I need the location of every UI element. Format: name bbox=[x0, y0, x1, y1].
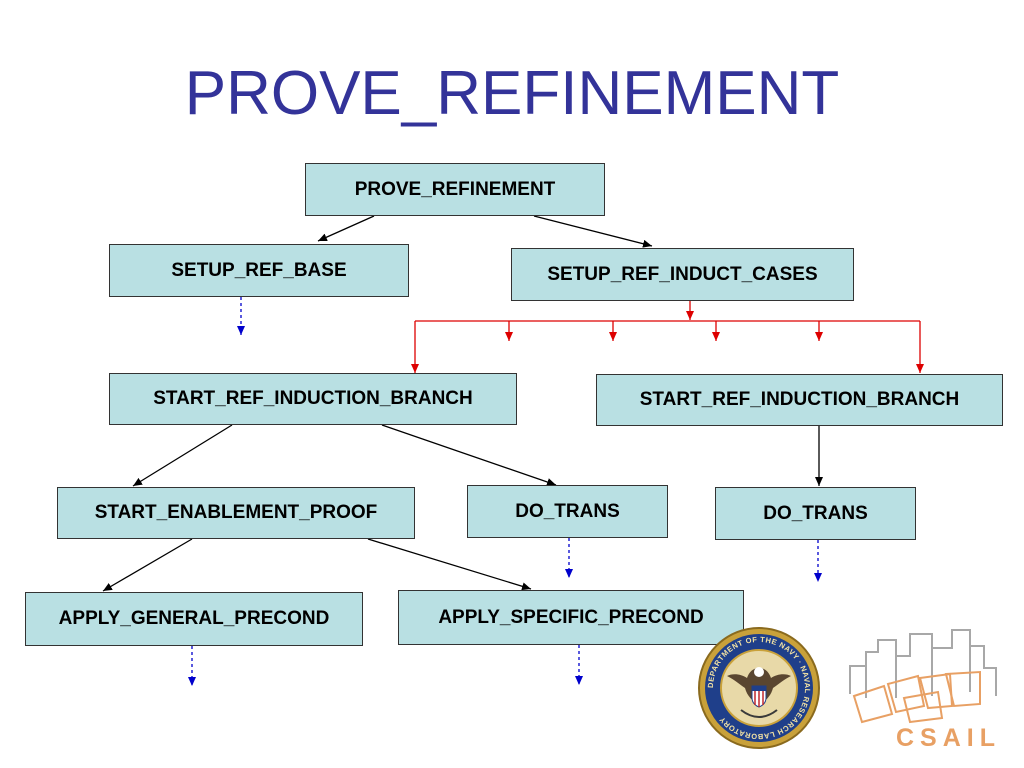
edge-branch1-to-enablement bbox=[132, 424, 233, 487]
dashed-edges bbox=[188, 297, 822, 686]
navy-seal-logo: DEPARTMENT OF THE NAVY · NAVAL RESEARCH … bbox=[698, 627, 820, 749]
page-title: PROVE_REFINEMENT bbox=[184, 59, 840, 128]
edge-enablement-to-specific bbox=[367, 538, 532, 591]
node-setup-ref-induct-cases: SETUP_REF_INDUCT_CASES bbox=[511, 248, 854, 301]
node-do-trans-right: DO_TRANS bbox=[715, 487, 916, 540]
node-start-ref-induction-branch-left: START_REF_INDUCTION_BRANCH bbox=[109, 373, 517, 425]
edge-enablement-to-general bbox=[102, 538, 193, 592]
edge-branch1-to-dotrans1 bbox=[381, 424, 557, 486]
solid-edges bbox=[102, 215, 823, 592]
node-prove-refinement: PROVE_REFINEMENT bbox=[305, 163, 605, 216]
csail-wordmark: CSAIL bbox=[896, 724, 1001, 752]
red-fanout-edges bbox=[411, 301, 924, 373]
node-start-enablement-proof: START_ENABLEMENT_PROOF bbox=[57, 487, 415, 539]
node-do-trans-left: DO_TRANS bbox=[467, 485, 668, 538]
node-apply-specific-precond: APPLY_SPECIFIC_PRECOND bbox=[398, 590, 744, 645]
csail-logo bbox=[849, 629, 997, 724]
node-start-ref-induction-branch-right: START_REF_INDUCTION_BRANCH bbox=[596, 374, 1003, 426]
edge-prove-to-setup-induct bbox=[533, 215, 653, 248]
node-setup-ref-base: SETUP_REF_BASE bbox=[109, 244, 409, 297]
node-apply-general-precond: APPLY_GENERAL_PRECOND bbox=[25, 592, 363, 646]
edge-prove-to-setup-base bbox=[317, 215, 375, 242]
